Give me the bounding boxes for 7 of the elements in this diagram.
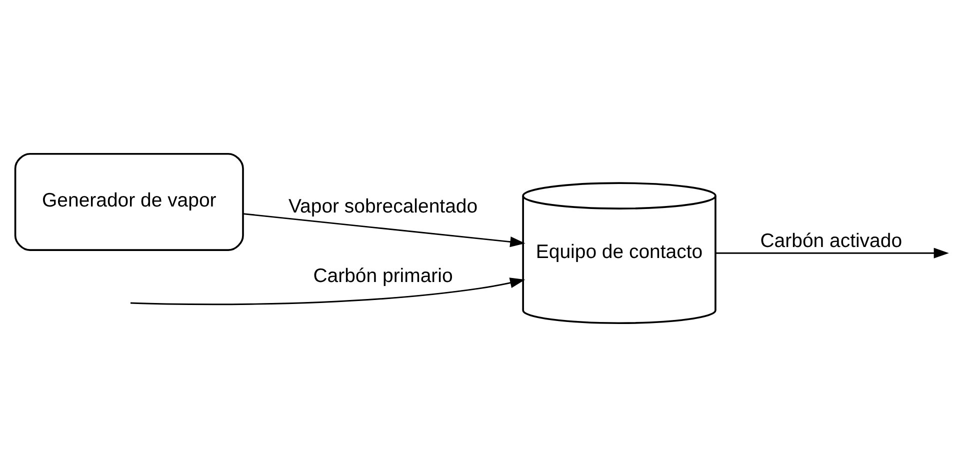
edge-label: Carbón primario [313,264,453,287]
arrow [243,212,526,247]
arrow [716,247,949,258]
edge-label: Vapor sobrecalentado [288,195,478,218]
node-box: Generador de vapor [14,152,244,250]
arrow [130,277,526,305]
edge-label: Carbón activado [760,229,902,252]
